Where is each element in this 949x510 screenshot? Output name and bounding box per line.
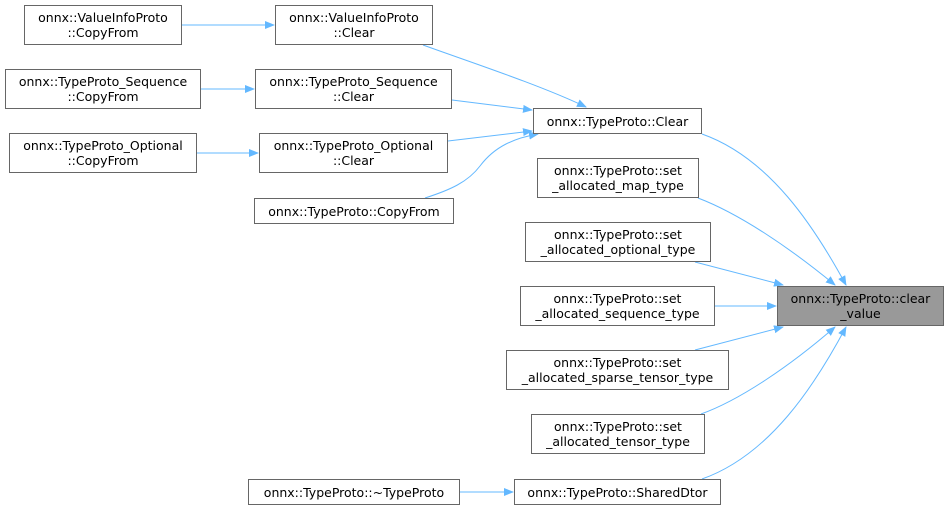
node-typeproto-clear[interactable]: onnx::TypeProto::Clear [533,108,702,134]
node-set-allocated-optional-type[interactable]: onnx::TypeProto::set_allocated_optional_… [525,222,711,262]
node-label: ::Clear [333,25,375,40]
node-typeproto-clear-value: onnx::TypeProto::clear_value [777,286,944,326]
edge-set-sparse-to-clear-value [694,325,784,351]
edge-set-map-to-clear-value [697,197,836,286]
edge-set-tensor-to-clear-value [700,326,836,415]
edge-tp-copyfrom-to-tp-clear [424,131,539,199]
node-label: ::Clear [332,89,375,104]
node-set-allocated-sparse-tensor-type[interactable]: onnx::TypeProto::set_allocated_sparse_te… [506,350,729,390]
edge-opt-clear-to-tp-clear [447,128,533,142]
edge-set-optional-to-clear-value [694,261,784,287]
node-label: onnx::TypeProto_Sequence [18,74,188,89]
node-label: ::Clear [332,153,375,168]
node-set-allocated-sequence-type[interactable]: onnx::TypeProto::set_allocated_sequence_… [520,286,715,326]
node-label: onnx::TypeProto::Clear [546,113,689,129]
edge-tp-clear-to-clear-value [701,133,847,286]
node-label: _allocated_map_type [552,178,684,193]
node-set-allocated-tensor-type[interactable]: onnx::TypeProto::set_allocated_tensor_ty… [531,414,705,454]
edge-shared-dtor-to-clear-value [701,326,847,480]
node-label: onnx::TypeProto_Optional [23,138,183,153]
node-label: onnx::TypeProto::~TypeProto [263,484,445,500]
node-optional-clear[interactable]: onnx::TypeProto_Optional::Clear [259,133,448,173]
node-label: _allocated_sparse_tensor_type [521,370,714,385]
node-sequence-copyfrom[interactable]: onnx::TypeProto_Sequence::CopyFrom [5,69,201,109]
node-typeproto-destructor[interactable]: onnx::TypeProto::~TypeProto [248,479,460,505]
node-label: ::CopyFrom [67,25,139,40]
node-label: _allocated_optional_type [540,242,696,257]
node-label: _allocated_sequence_type [535,306,700,321]
node-optional-copyfrom[interactable]: onnx::TypeProto_Optional::CopyFrom [9,133,197,173]
node-label: onnx::TypeProto::SharedDtor [527,484,708,500]
node-label: _value [840,306,881,321]
node-label: ::CopyFrom [67,153,139,168]
node-label: onnx::TypeProto::clear [790,291,931,306]
node-valueinfoproto-copyfrom[interactable]: onnx::ValueInfoProto::CopyFrom [24,5,182,45]
node-label: onnx::TypeProto_Optional [273,138,434,153]
node-label: onnx::TypeProto::set [554,419,682,434]
edge-vi-clear-to-tp-clear [422,44,587,108]
node-typeproto-shareddtor[interactable]: onnx::TypeProto::SharedDtor [514,479,721,505]
node-label: ::CopyFrom [67,89,139,104]
node-typeproto-copyfrom[interactable]: onnx::TypeProto::CopyFrom [254,198,454,224]
node-label: onnx::TypeProto::set [553,291,682,306]
node-label: onnx::TypeProto_Sequence [269,74,438,89]
node-label: _allocated_tensor_type [546,434,690,449]
node-label: onnx::ValueInfoProto [38,10,168,25]
edge-seq-clear-to-tp-clear [451,99,533,113]
node-set-allocated-map-type[interactable]: onnx::TypeProto::set_allocated_map_type [537,158,699,198]
node-label: onnx::TypeProto::set [553,355,682,370]
node-valueinfoproto-clear[interactable]: onnx::ValueInfoProto::Clear [275,5,433,45]
node-label: onnx::TypeProto::CopyFrom [268,203,440,219]
node-label: onnx::ValueInfoProto [289,10,419,25]
node-sequence-clear[interactable]: onnx::TypeProto_Sequence::Clear [255,69,452,109]
node-label: onnx::TypeProto::set [554,227,682,242]
node-label: onnx::TypeProto::set [554,163,682,178]
